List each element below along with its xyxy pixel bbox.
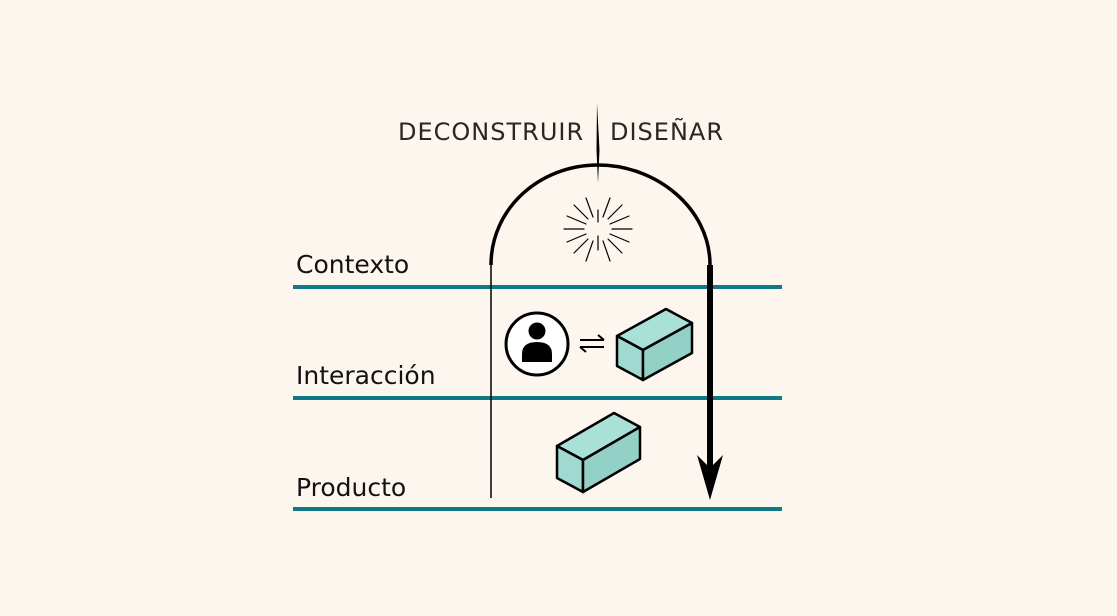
deconstruir-label: DECONSTRUIR xyxy=(398,118,585,146)
arch-curve xyxy=(489,163,712,266)
disenar-label: DISEÑAR xyxy=(610,118,725,146)
box-icon-interaccion xyxy=(615,307,694,382)
layer-label-interaccion: Interacción xyxy=(296,361,436,390)
box-icon-producto xyxy=(555,411,642,494)
exchange-arrows-icon xyxy=(579,334,605,353)
divider-spike xyxy=(596,103,600,183)
sparkle-icon xyxy=(563,197,633,262)
layer-label-producto: Producto xyxy=(296,473,407,502)
layer-label-contexto: Contexto xyxy=(296,250,410,279)
design-arrowhead-icon xyxy=(697,455,723,500)
user-icon xyxy=(504,311,570,377)
